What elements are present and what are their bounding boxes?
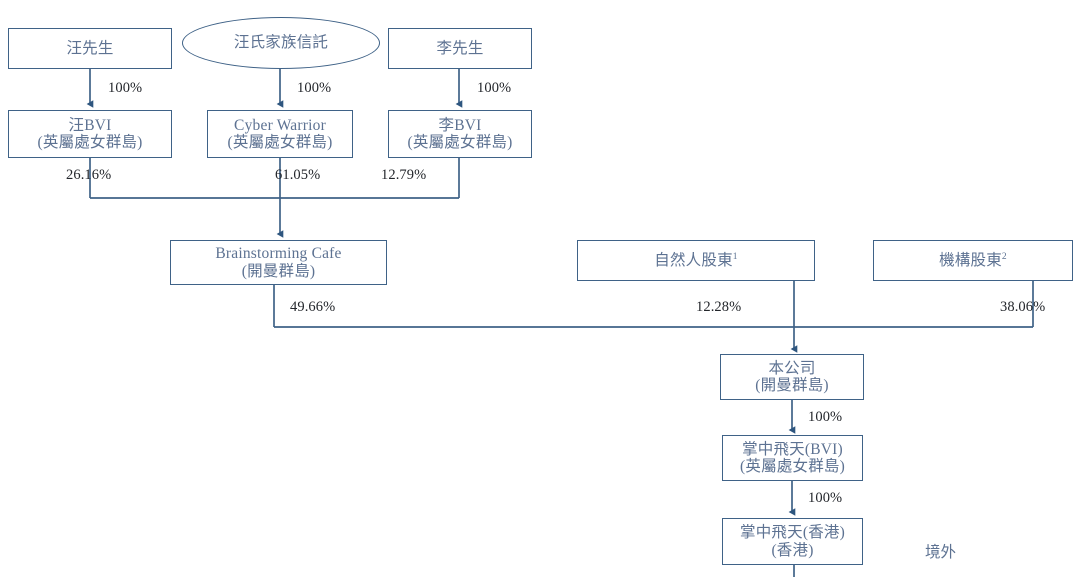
edge-label-wangbvi-to-cafe: 26.16% <box>66 167 112 183</box>
node-wang-family-trust[interactable]: 汪氏家族信託 <box>182 17 380 69</box>
node-label-text: 機構股東 <box>939 251 1002 269</box>
edge-label-libvi-to-cafe: 12.79% <box>381 167 427 183</box>
node-zzft-hk[interactable]: 掌中飛天(香港) (香港) <box>722 518 863 565</box>
node-sublabel: (英屬處女群島) <box>37 134 143 151</box>
node-label: 汪先生 <box>66 39 114 57</box>
node-wang-mr[interactable]: 汪先生 <box>8 28 172 69</box>
node-sublabel: (開曼群島) <box>755 377 829 394</box>
node-label: 掌中飛天(BVI) <box>742 440 843 458</box>
node-label: 掌中飛天(香港) <box>740 524 845 542</box>
node-li-mr[interactable]: 李先生 <box>388 28 532 69</box>
footnote-marker: 2 <box>1001 251 1007 262</box>
node-natural-person-shareholders[interactable]: 自然人股東1 <box>577 240 815 281</box>
edge-label-li-to-libvi: 100% <box>477 80 512 96</box>
node-label: 李BVI <box>438 116 482 134</box>
node-label: Brainstorming Cafe <box>215 245 342 263</box>
edge-label-wang-to-wangbvi: 100% <box>108 80 143 96</box>
node-label-text: 自然人股東 <box>654 251 733 269</box>
node-label: 汪BVI <box>68 116 112 134</box>
edge-label-trust-to-cyberwarrior: 100% <box>297 80 332 96</box>
edge-label-zzftbvi-to-zzfthk: 100% <box>808 490 843 506</box>
node-label: 汪氏家族信託 <box>233 34 329 52</box>
edge-label-company-to-zzftbvi: 100% <box>808 409 843 425</box>
footnote-marker: 1 <box>732 251 738 262</box>
edge-label-cyberwarrior-to-cafe: 61.05% <box>275 167 321 183</box>
node-label: 自然人股東1 <box>654 252 737 269</box>
node-sublabel: (英屬處女群島) <box>740 458 845 475</box>
node-zzft-bvi[interactable]: 掌中飛天(BVI) (英屬處女群島) <box>722 435 863 481</box>
node-brainstorming-cafe[interactable]: Brainstorming Cafe (開曼群島) <box>170 240 387 285</box>
node-li-bvi[interactable]: 李BVI (英屬處女群島) <box>388 110 532 158</box>
edge-label-natural-to-company: 12.28% <box>696 299 742 315</box>
node-label: 機構股東2 <box>939 252 1007 269</box>
node-sublabel: (開曼群島) <box>241 262 316 280</box>
node-label: 本公司 <box>768 359 816 377</box>
edge-label-cafe-to-company: 49.66% <box>290 299 336 315</box>
node-sublabel: (香港) <box>771 541 814 559</box>
node-cyber-warrior[interactable]: Cyber Warrior (英屬處女群島) <box>207 110 353 158</box>
node-the-company[interactable]: 本公司 (開曼群島) <box>720 354 864 400</box>
node-label: 李先生 <box>436 39 484 57</box>
node-sublabel: (英屬處女群島) <box>227 134 333 151</box>
region-label-offshore: 境外 <box>925 544 957 561</box>
node-label: Cyber Warrior <box>234 116 326 134</box>
node-wang-bvi[interactable]: 汪BVI (英屬處女群島) <box>8 110 172 158</box>
edge-label-institutional-to-company: 38.06% <box>1000 299 1046 315</box>
node-institutional-shareholders[interactable]: 機構股東2 <box>873 240 1073 281</box>
node-sublabel: (英屬處女群島) <box>407 134 513 151</box>
